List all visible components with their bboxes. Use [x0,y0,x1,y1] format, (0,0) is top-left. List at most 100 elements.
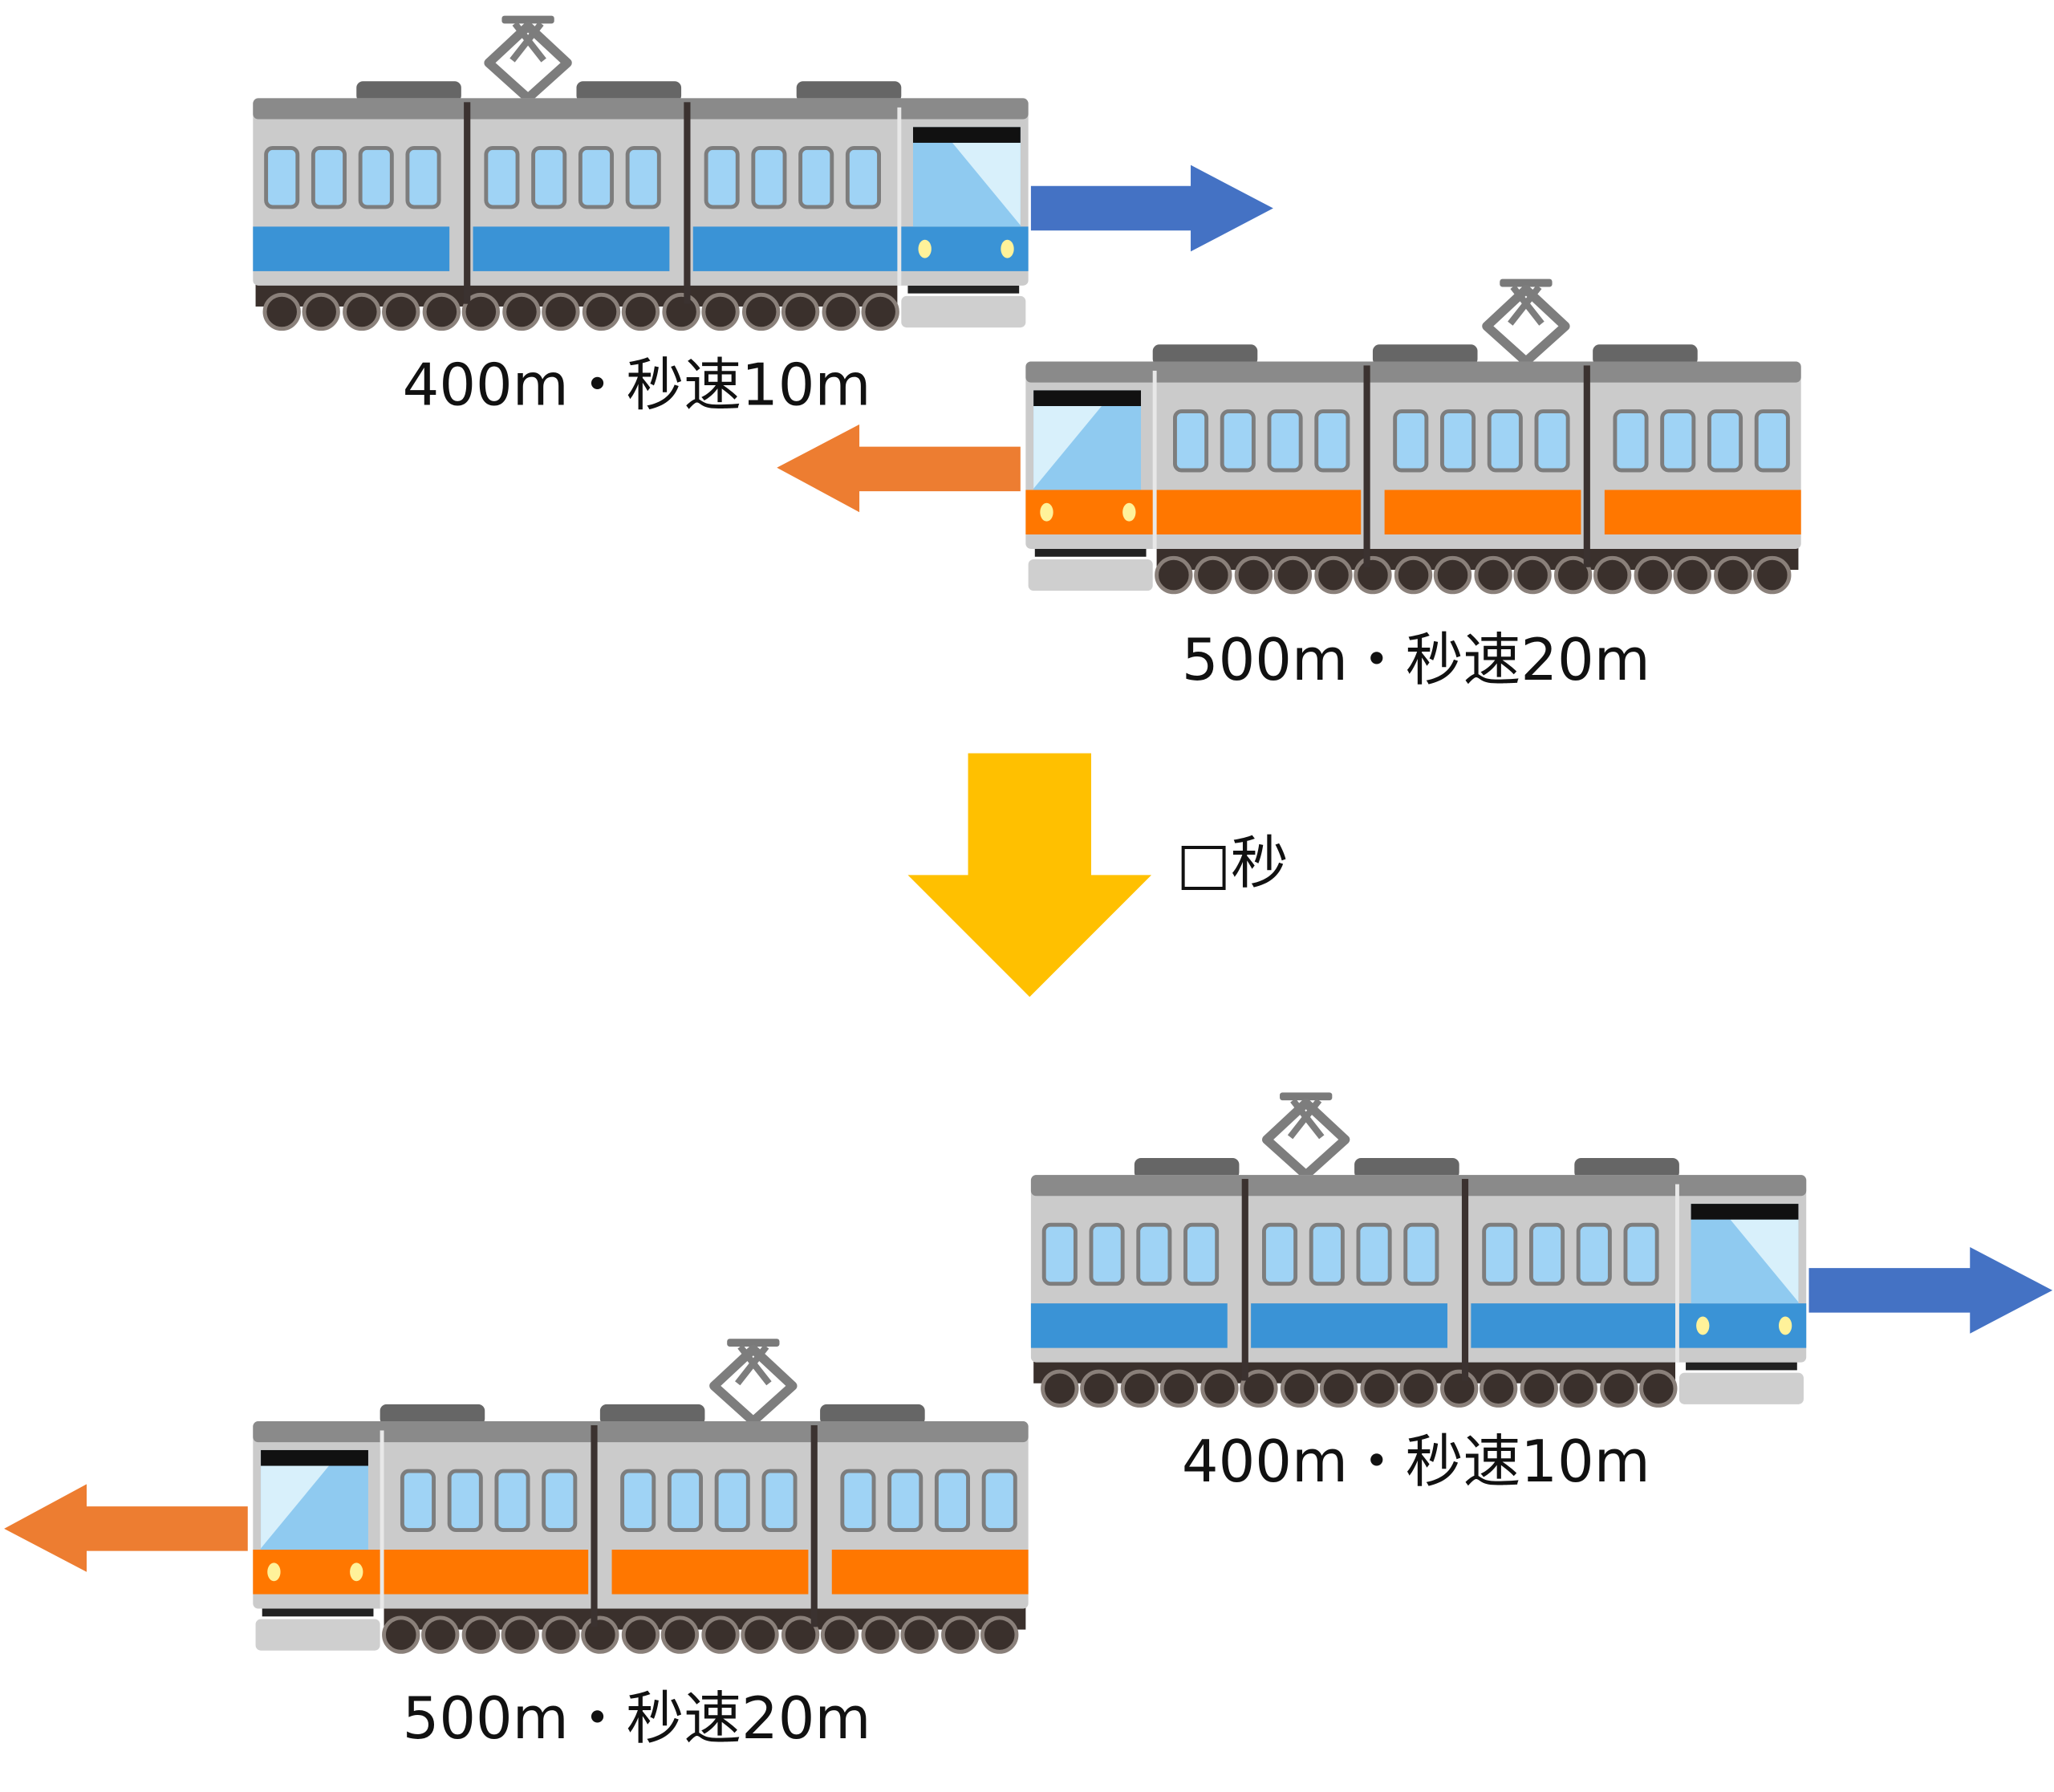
window [358,146,394,209]
window [1403,1222,1439,1286]
roof-unit [1152,344,1258,366]
wheel [941,1615,980,1654]
label-elapsed-seconds: □秒 [1176,829,1289,896]
wheel [1273,555,1313,595]
wheel [861,1615,899,1654]
roof-unit [1574,1157,1679,1180]
wheel [1041,1369,1079,1408]
window [1660,409,1696,473]
train-orange-4 [253,1339,1029,1654]
window [704,146,740,209]
wheel [822,292,860,331]
wheel [422,292,461,331]
headlight [1778,1316,1792,1335]
car-coupling [1583,365,1590,567]
wheel [1673,555,1711,595]
roof-unit [599,1404,705,1425]
headlight [918,239,932,258]
window [1623,1222,1659,1286]
train-orange-2 [1025,278,1801,595]
wheel [581,1615,619,1654]
stripe [611,1550,809,1595]
window [311,146,347,209]
stripe [1604,490,1801,534]
roof-unit [1593,344,1698,366]
wheel [662,292,700,331]
wheel [621,292,660,331]
wheel [1200,1369,1239,1408]
wheel [501,1615,539,1654]
cab-skirt [1679,1372,1804,1404]
wheel [1554,555,1593,595]
orange-arrow-left-top [777,424,1021,513]
cab-skirt [1028,559,1153,591]
wheel [1155,555,1193,595]
stripe [253,1550,589,1595]
window [484,146,520,209]
window [1220,409,1256,473]
wheel [1240,1369,1278,1408]
train-blue-3 [1030,1092,1807,1408]
wheel [1639,1369,1678,1408]
car-coupling [1461,1179,1469,1381]
window [1576,1222,1612,1286]
window [751,146,787,209]
wheel [1280,1369,1319,1408]
wheel [1753,555,1792,595]
wheel [1520,1369,1558,1408]
window [400,1469,436,1532]
time-arrow-down [907,753,1152,998]
window [845,146,881,209]
roof-band [253,1421,1029,1443]
stripe [1030,1303,1228,1348]
window [1356,1222,1392,1286]
wheel [1433,555,1472,595]
window [1041,1222,1078,1286]
wheel [343,292,381,331]
roof-band [1030,1175,1807,1197]
headlight [1001,239,1014,258]
pantograph-icon [1261,1092,1350,1180]
wheel [980,1615,1019,1654]
wheel [1479,1369,1518,1408]
wheel [542,1615,580,1654]
car-coupling [684,102,691,304]
wheel [382,292,420,331]
blue-arrow-right-bottom [1808,1246,2053,1334]
roof-unit [1134,1157,1240,1180]
window [531,146,567,209]
window [1314,409,1350,473]
wheel [1593,555,1632,595]
window [934,1469,970,1532]
window [1261,1222,1298,1286]
wheel [1513,555,1552,595]
window [625,146,661,209]
window [1136,1222,1172,1286]
wheel [1120,1369,1159,1408]
headlight [1122,502,1136,522]
label-bottom-blue-train: 400m・秒速10m [1182,1428,1650,1495]
window [578,146,615,209]
roof-unit [380,1404,485,1425]
roof-unit [1354,1157,1459,1180]
wheel [1600,1369,1638,1408]
window [1439,409,1476,473]
wheel [781,1615,820,1654]
wheel [382,1615,420,1654]
wheel [1159,1369,1199,1408]
pantograph-icon [1482,278,1570,367]
wheel [820,1615,859,1654]
trains [253,15,1807,1654]
window [1487,409,1523,473]
window [840,1469,876,1532]
wheel [701,292,740,331]
wheel [1439,1369,1479,1408]
window [761,1469,798,1532]
wheel [1474,555,1512,595]
window [1613,409,1649,473]
headlight [267,1562,281,1582]
window [667,1469,704,1532]
window [1482,1222,1518,1286]
pantograph-icon [709,1339,798,1426]
